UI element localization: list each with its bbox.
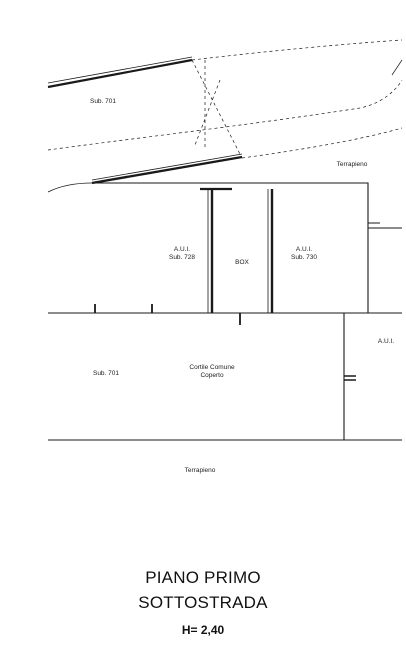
label-aui-far-right: A.U.I. [378, 338, 394, 345]
plan-title-line2: SOTTOSTRADA [138, 593, 268, 612]
rooms [48, 182, 402, 441]
ramp-wall-lower [91, 155, 243, 185]
right-opening [368, 222, 402, 229]
label-coperto: Coperto [200, 372, 224, 379]
label-box: BOX [235, 259, 249, 266]
dashed-boundary-3 [241, 127, 403, 159]
dashed-diagonal-3 [194, 79, 221, 146]
label-aui-right: A.U.I. [296, 246, 312, 253]
plan-title-line1: PIANO PRIMO [145, 568, 261, 587]
label-sub-701-bottom: Sub. 701 [93, 370, 119, 377]
dashed-diagonal-1 [191, 59, 243, 159]
label-terrapieno-bottom: Terrapieno [185, 467, 216, 474]
floor-plan: Sub. 701 Terrapieno A.U.I. Sub. 728 BOX … [47, 39, 403, 474]
garage-outer-wall [92, 182, 369, 313]
label-aui-left: A.U.I. [174, 246, 190, 253]
ramp-wall-lower-inner [91, 153, 243, 181]
label-sub-730: Sub. 730 [291, 254, 317, 261]
upper-wall-inner [47, 56, 193, 84]
upper-boundary-lines [47, 39, 403, 193]
wall-ticks [94, 304, 241, 325]
labels: Sub. 701 Terrapieno A.U.I. Sub. 728 BOX … [90, 98, 394, 474]
label-cortile-comune: Cortile Comune [189, 364, 235, 371]
label-sub-701-top: Sub. 701 [90, 98, 116, 105]
label-sub-728: Sub. 728 [169, 254, 195, 261]
ramp-curve [47, 182, 93, 193]
plan-height: H= 2,40 [181, 623, 225, 637]
partition-door [344, 375, 356, 381]
corner-tick [391, 59, 403, 76]
dashed-boundary-2 [191, 39, 403, 61]
dashed-boundary-1 [47, 79, 403, 151]
label-terrapieno-top: Terrapieno [337, 161, 368, 168]
upper-wall-line [47, 58, 193, 89]
